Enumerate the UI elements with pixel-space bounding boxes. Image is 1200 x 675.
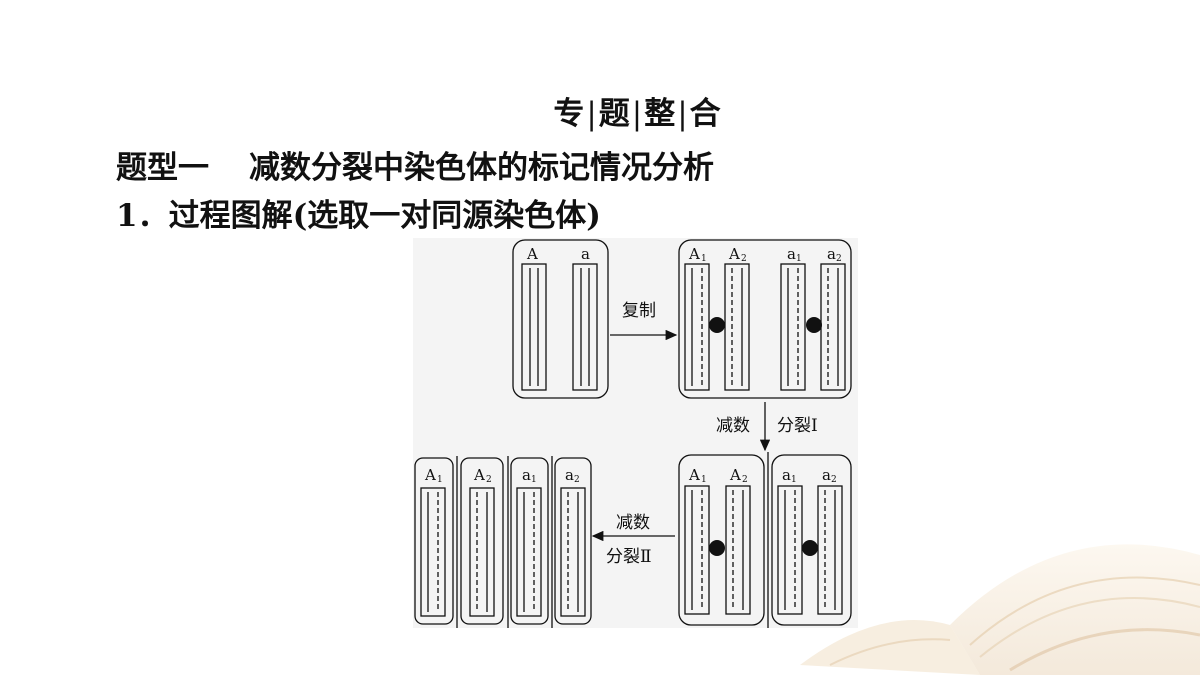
- label-sub-2: 2: [741, 254, 747, 264]
- label-sub-2: 2: [836, 254, 842, 264]
- centromere-icon: [709, 540, 725, 556]
- chromosome-A: [521, 263, 547, 391]
- label-A: A: [424, 466, 436, 484]
- cell-after-replication: [678, 239, 852, 399]
- label-sub-2: 2: [831, 475, 837, 485]
- subsection-heading: 1．过程图解(选取一对同源染色体): [116, 198, 601, 234]
- title-part-1: 专: [553, 96, 586, 132]
- label-a: a: [522, 466, 531, 484]
- section-heading-prefix: 题型一: [116, 150, 209, 186]
- meiosis-1-label-left: 减数: [716, 416, 750, 436]
- section-heading-text: 减数分裂中染色体的标记情况分析: [249, 150, 714, 186]
- label-sub-1: 1: [791, 475, 797, 485]
- label-a: a: [581, 245, 590, 263]
- label-A: A: [688, 245, 700, 263]
- label-a: a: [787, 245, 796, 263]
- chromosome-a1-a2-after-meiosis-1: [777, 485, 843, 615]
- cell-meiosis-2-a2: [554, 457, 592, 625]
- centromere-icon: [709, 317, 725, 333]
- label-A: A: [728, 245, 740, 263]
- label-a: a: [565, 466, 574, 484]
- chromatid-A1: [420, 487, 446, 617]
- label-a: a: [782, 466, 791, 484]
- chromatid-a2: [560, 487, 586, 617]
- chromosome-A1-A2-after-meiosis-1: [684, 485, 751, 615]
- label-sub-1: 1: [531, 475, 537, 485]
- label-sub-1: 1: [701, 475, 707, 485]
- meiosis-chromosome-diagram: A a A 1 A 2 a 1 a 2 A 1 A 2 a 1 a 2 A 1 …: [413, 238, 858, 628]
- chromatid-A2: [469, 487, 495, 617]
- label-sub-1: 1: [796, 254, 802, 264]
- cell-meiosis-1-right: [771, 454, 852, 626]
- cell-before-replication: [512, 239, 609, 399]
- label-A: A: [729, 466, 741, 484]
- label-sub-2: 2: [742, 475, 748, 485]
- label-sub-2: 2: [486, 475, 492, 485]
- title-part-2: 题: [598, 96, 631, 132]
- page-title: 专|题|整|合: [553, 96, 722, 132]
- open-book-decoration-icon: [800, 544, 1200, 675]
- title-part-4: 合: [689, 96, 722, 132]
- label-A: A: [688, 466, 700, 484]
- label-sub-1: 1: [437, 475, 443, 485]
- chromosome-a: [572, 263, 598, 391]
- cell-meiosis-1-left: [678, 454, 765, 626]
- label-A: A: [526, 245, 538, 263]
- meiosis-1-label-right: 分裂Ⅰ: [777, 416, 818, 436]
- section-heading: 题型一 减数分裂中染色体的标记情况分析: [116, 142, 714, 187]
- title-part-3: 整: [644, 96, 677, 132]
- label-A: A: [473, 466, 485, 484]
- label-a: a: [827, 245, 836, 263]
- label-a: a: [822, 466, 831, 484]
- cell-meiosis-2-a1: [510, 457, 549, 625]
- cell-meiosis-2-A2: [460, 457, 504, 625]
- chromatid-a1: [516, 487, 542, 617]
- cell-meiosis-2-A1: [414, 457, 454, 625]
- meiosis-2-label-top: 减数: [616, 513, 650, 533]
- meiosis-2-label-bottom: 分裂Ⅱ: [606, 547, 652, 567]
- label-sub-1: 1: [701, 254, 707, 264]
- diagram-canvas: A a A 1 A 2 a 1 a 2 A 1 A 2 a 1 a 2 A 1 …: [414, 239, 852, 628]
- replication-label: 复制: [622, 301, 656, 321]
- chromosome-A1-A2: [684, 263, 750, 391]
- centromere-icon: [806, 317, 822, 333]
- centromere-icon: [802, 540, 818, 556]
- label-sub-2: 2: [574, 475, 580, 485]
